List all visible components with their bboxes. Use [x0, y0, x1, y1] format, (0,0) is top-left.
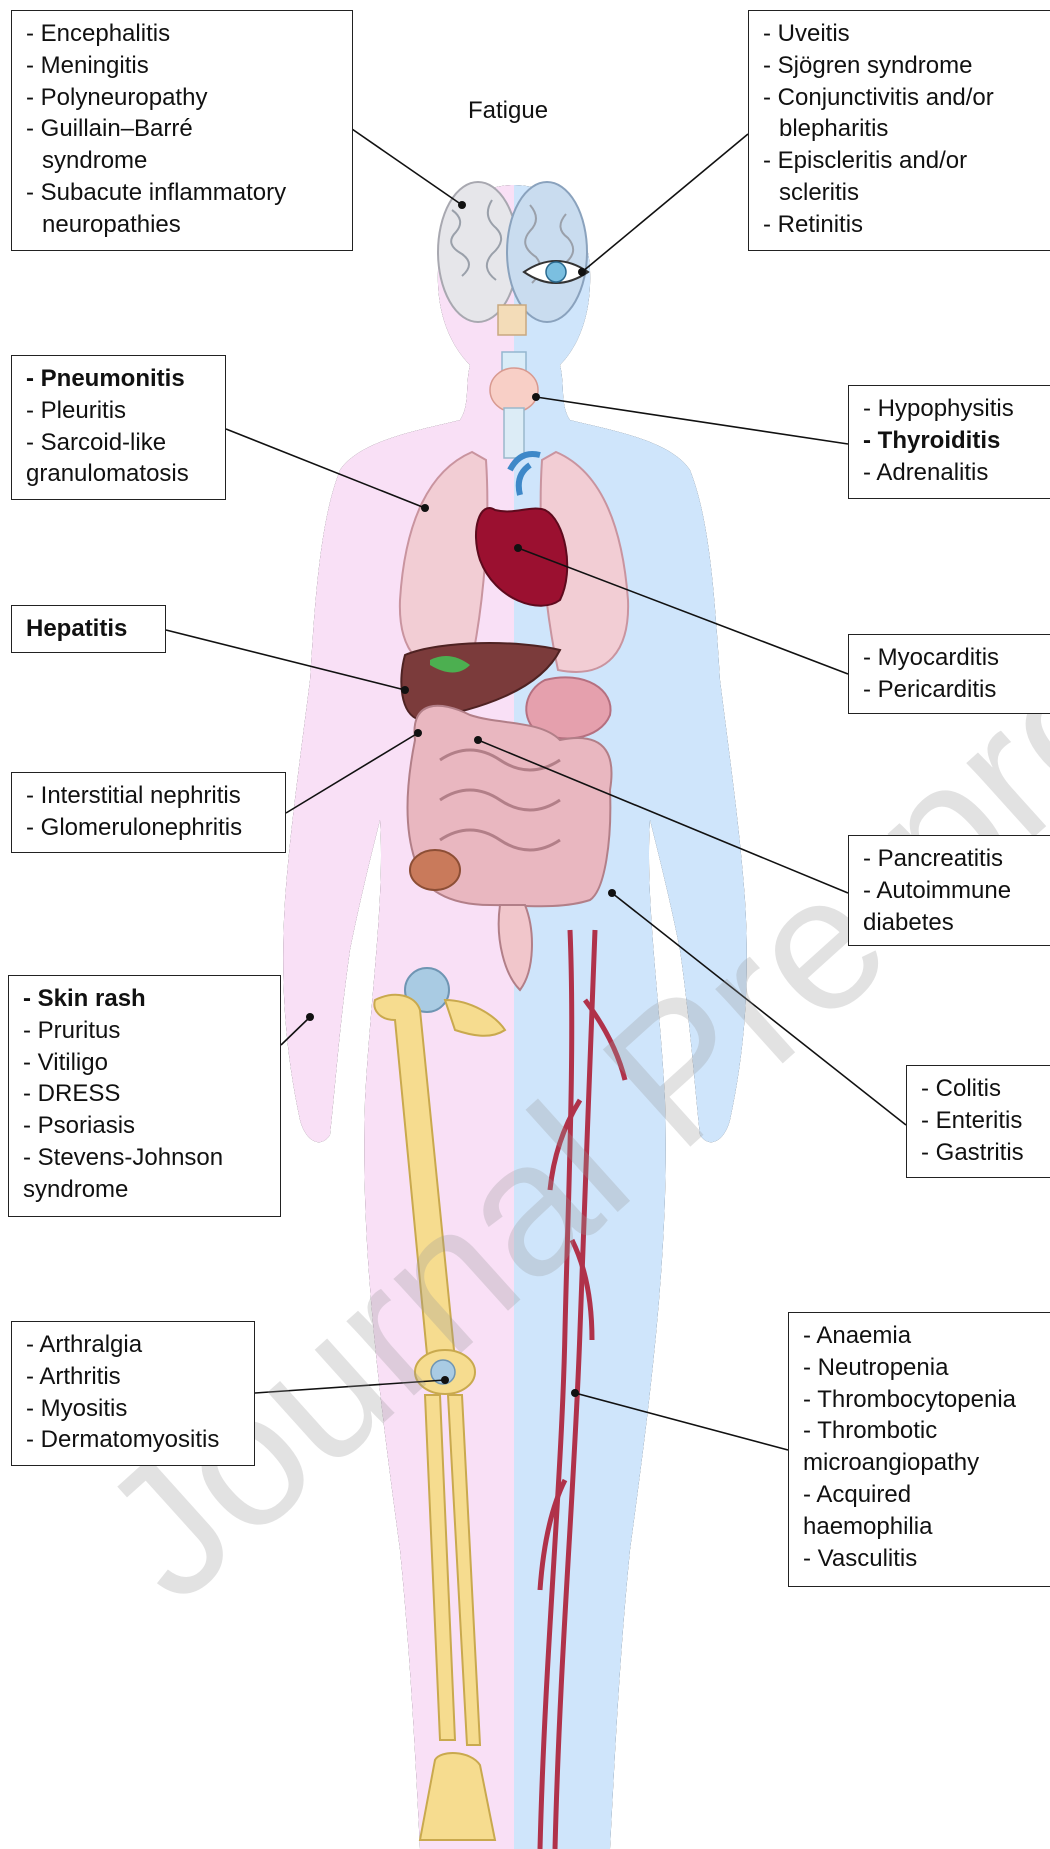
box-hematologic: - Anaemia- Neutropenia- Thrombocytopenia…: [788, 1312, 1050, 1587]
condition-line: - Guillain–Barré: [26, 113, 340, 145]
box-hepatic: Hepatitis: [11, 605, 166, 653]
condition-line: - Thyroiditis: [863, 425, 1045, 457]
condition-line: - Thrombocytopenia: [803, 1384, 1045, 1416]
box-renal: - Interstitial nephritis- Glomerulonephr…: [11, 772, 286, 853]
box-musculoskeletal: - Arthralgia- Arthritis- Myositis- Derma…: [11, 1321, 255, 1466]
condition-line: - Conjunctivitis and/or: [763, 82, 1045, 114]
connector-neuro: [352, 129, 462, 205]
condition-line: diabetes: [863, 907, 1045, 939]
condition-line: - Psoriasis: [23, 1110, 268, 1142]
condition-line: - Glomerulonephritis: [26, 812, 273, 844]
condition-line: - Stevens-Johnson: [23, 1142, 268, 1174]
condition-line: Hepatitis: [26, 613, 153, 645]
condition-line: - Neutropenia: [803, 1352, 1045, 1384]
condition-line: - Vitiligo: [23, 1047, 268, 1079]
condition-line: - Arthritis: [26, 1361, 242, 1393]
condition-line: - Hypophysitis: [863, 393, 1045, 425]
box-endocrine: - Hypophysitis- Thyroiditis- Adrenalitis: [848, 385, 1050, 499]
condition-line: - Episcleritis and/or: [763, 145, 1045, 177]
condition-line: - Sjögren syndrome: [763, 50, 1045, 82]
condition-line: - Pancreatitis: [863, 843, 1045, 875]
box-neurological: - Encephalitis- Meningitis- Polyneuropat…: [11, 10, 353, 251]
condition-line: - Sarcoid-like: [26, 427, 213, 459]
condition-line: - Acquired: [803, 1479, 1045, 1511]
condition-line: - Pericarditis: [863, 674, 1045, 706]
condition-line: - Retinitis: [763, 209, 1045, 241]
condition-line: - Dermatomyositis: [26, 1424, 242, 1456]
condition-line: - Pneumonitis: [26, 363, 213, 395]
condition-line: - Myocarditis: [863, 642, 1045, 674]
connector-eye: [582, 134, 748, 272]
condition-line: - Myositis: [26, 1393, 242, 1425]
condition-line: blepharitis: [763, 113, 1045, 145]
condition-line: - Subacute inflammatory: [26, 177, 340, 209]
condition-line: scleritis: [763, 177, 1045, 209]
condition-line: - Pruritus: [23, 1015, 268, 1047]
condition-line: - Autoimmune: [863, 875, 1045, 907]
condition-line: - Vasculitis: [803, 1543, 1045, 1575]
condition-line: - DRESS: [23, 1078, 268, 1110]
condition-line: - Polyneuropathy: [26, 82, 340, 114]
condition-line: - Colitis: [921, 1073, 1045, 1105]
condition-line: - Gastritis: [921, 1137, 1045, 1169]
condition-line: - Skin rash: [23, 983, 268, 1015]
condition-line: granulomatosis: [26, 458, 213, 490]
condition-line: - Meningitis: [26, 50, 340, 82]
condition-line: - Arthralgia: [26, 1329, 242, 1361]
condition-line: - Interstitial nephritis: [26, 780, 273, 812]
condition-line: syndrome: [26, 145, 340, 177]
condition-line: - Uveitis: [763, 18, 1045, 50]
box-gastrointestinal: - Colitis- Enteritis- Gastritis: [906, 1065, 1050, 1178]
condition-line: haemophilia: [803, 1511, 1045, 1543]
fatigue-label: Fatigue: [468, 97, 548, 125]
condition-line: neuropathies: [26, 209, 340, 241]
condition-line: microangiopathy: [803, 1447, 1045, 1479]
condition-line: - Adrenalitis: [863, 457, 1045, 489]
box-dermatologic: - Skin rash- Pruritus- Vitiligo- DRESS- …: [8, 975, 281, 1217]
condition-line: - Encephalitis: [26, 18, 340, 50]
condition-line: - Anaemia: [803, 1320, 1045, 1352]
condition-line: - Thrombotic: [803, 1415, 1045, 1447]
condition-line: syndrome: [23, 1174, 268, 1206]
condition-line: - Enteritis: [921, 1105, 1045, 1137]
box-cardiac: - Myocarditis- Pericarditis: [848, 634, 1050, 714]
condition-line: - Pleuritis: [26, 395, 213, 427]
box-ocular: - Uveitis- Sjögren syndrome- Conjunctivi…: [748, 10, 1050, 251]
